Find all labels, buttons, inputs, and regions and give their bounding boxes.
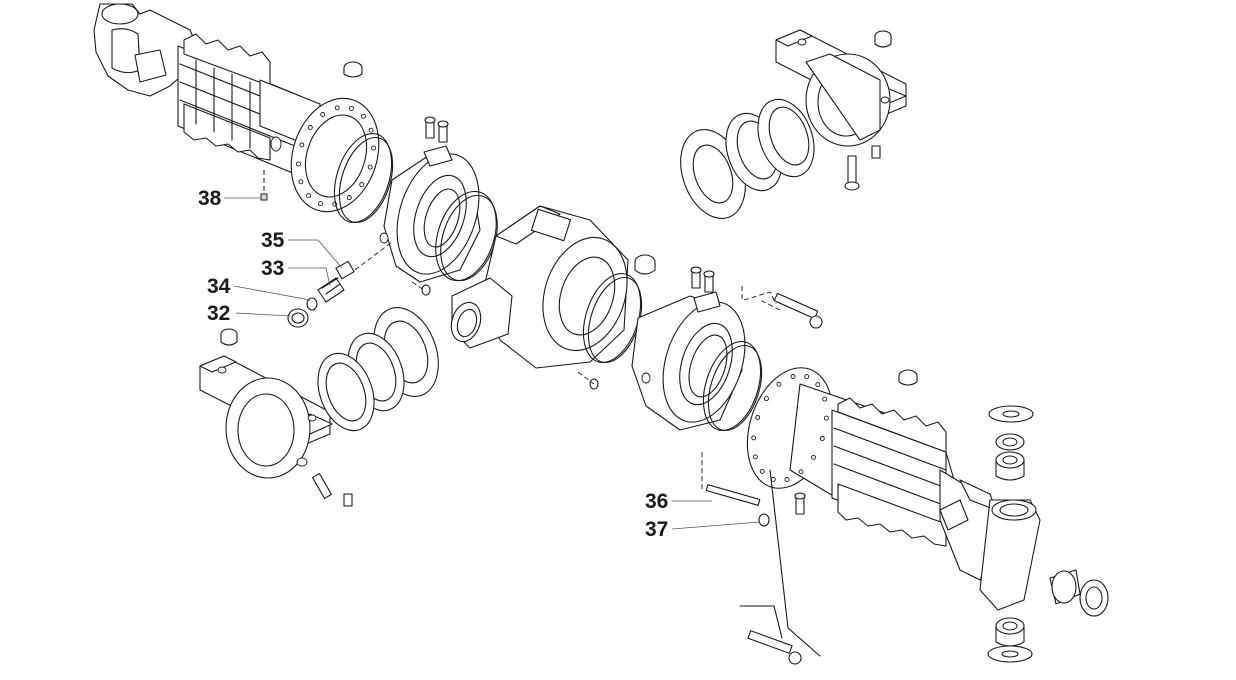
right-axle-housing — [746, 367, 1041, 611]
flange-bolt-hole — [764, 396, 769, 402]
housing-plug-right — [898, 369, 918, 386]
bleed-screws-left — [424, 116, 449, 143]
flange-bolt-hole — [367, 164, 373, 170]
flange-bolt-hole — [307, 125, 313, 130]
o-ring-right — [702, 340, 763, 432]
breather-valve — [794, 492, 806, 515]
o-ring-left — [333, 132, 394, 224]
callout-34: 34 — [207, 275, 231, 298]
flange-bolt-hole — [770, 476, 776, 482]
flange-bolt-hole — [334, 105, 340, 111]
right-carrier-housing — [631, 291, 746, 431]
housing-plug-top-left — [343, 61, 363, 78]
flange-bolt-hole — [790, 374, 796, 379]
bearing-rings-bottom-left — [317, 307, 439, 432]
center-plug — [634, 254, 656, 275]
flange-bolt-hole — [368, 127, 374, 133]
callout-36: 36 — [645, 490, 668, 513]
flange-bolt-hole — [359, 182, 365, 187]
small-cap-bottom-left — [220, 328, 238, 346]
flange-bolt-hole — [811, 454, 816, 460]
long-bolt-upper — [773, 292, 823, 329]
callout-33: 33 — [261, 257, 284, 280]
small-cap-top-right — [874, 30, 892, 48]
flange-bolt-hole — [751, 435, 757, 441]
washer-stack-right-upper — [988, 405, 1034, 481]
flange-bolt-hole — [349, 105, 354, 111]
flange-bolt-hole — [346, 195, 352, 200]
bushing-right — [1049, 569, 1109, 617]
callout-35: 35 — [261, 229, 285, 252]
bottom-left-support-bracket — [199, 355, 333, 479]
washer-stack-right-lower — [987, 617, 1033, 663]
bracket-bolt-bottom-left — [311, 473, 353, 507]
assembly-lines — [263, 170, 781, 492]
flange-bolt-hole — [822, 396, 828, 402]
part-33-threaded-plug — [317, 277, 345, 303]
part-37-nut — [758, 513, 770, 527]
section-line-left — [739, 605, 783, 639]
callout-32: 32 — [207, 302, 230, 325]
flange-bolt-hole — [320, 112, 326, 117]
part-35-cap — [335, 260, 355, 280]
left-axle-housing — [93, 3, 321, 177]
top-right-support-bracket — [775, 29, 907, 147]
part-38-plug — [260, 193, 268, 201]
flange-bolt-hole — [776, 381, 782, 387]
flange-bolt-hole — [360, 113, 366, 119]
flange-bolt-hole — [823, 415, 829, 421]
callout-37: 37 — [645, 518, 668, 541]
flange-bolt-hole — [318, 201, 323, 207]
flange-bolt-hole — [306, 193, 312, 199]
flange-bolt-hole — [784, 477, 790, 482]
flange-bolt-hole — [296, 161, 301, 167]
left-flange-ring — [290, 97, 380, 213]
long-bolt-lower — [747, 630, 802, 665]
left-carrier-housing — [379, 145, 481, 283]
flange-bolt-hole — [752, 454, 758, 460]
flange-bolt-hole — [298, 179, 304, 185]
part-34-o-ring — [306, 297, 318, 311]
small-o-ring-2 — [589, 378, 599, 390]
section-line-right — [769, 469, 821, 657]
part-32-seal — [287, 308, 309, 328]
flange-bolt-hole — [759, 468, 765, 474]
flange-bolt-hole — [755, 415, 761, 420]
callout-38: 38 — [198, 187, 222, 210]
flange-bolt-hole — [804, 374, 810, 380]
flange-bolt-hole — [798, 469, 804, 475]
small-o-ring-1 — [421, 284, 431, 296]
bracket-bolt-top-right — [844, 145, 881, 191]
bleed-screws-right — [690, 266, 715, 293]
flange-bolt-hole — [819, 436, 825, 441]
flange-bolt-hole — [299, 142, 305, 148]
flange-bolt-hole — [371, 145, 376, 151]
callout-leaders — [224, 197, 761, 530]
bearing-rings-top-right — [680, 98, 815, 219]
part-36-stud — [705, 484, 761, 506]
center-differential-housing — [450, 205, 629, 369]
flange-bolt-hole — [815, 382, 821, 388]
